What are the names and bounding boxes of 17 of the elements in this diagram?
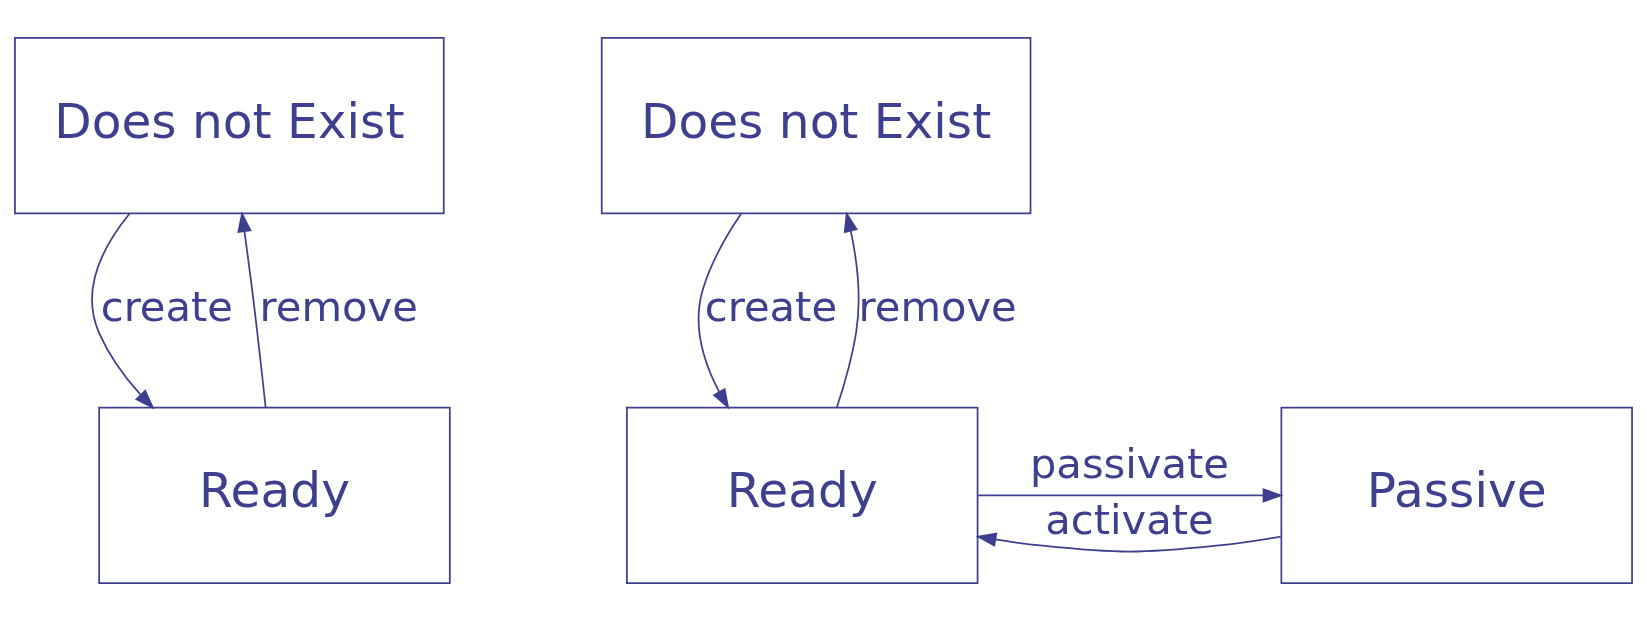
- node-box: Does not Exist: [14, 37, 445, 215]
- edge-label: remove: [259, 282, 418, 332]
- edge-label: create: [100, 282, 233, 332]
- arrow: [91, 212, 155, 410]
- arrow: [697, 212, 742, 410]
- edge-label: create: [704, 282, 838, 332]
- node-box: Passive: [1280, 406, 1633, 584]
- node-box: Ready: [626, 406, 979, 584]
- edge-label: remove: [858, 282, 1017, 332]
- node-box: Does not Exist: [600, 37, 1032, 215]
- edge-label: passivate: [1029, 439, 1230, 489]
- arrow: [976, 488, 1284, 503]
- edge-label: activate: [1045, 494, 1214, 544]
- arrow: [975, 532, 1282, 553]
- node-box: Ready: [98, 406, 451, 584]
- arrow: [835, 211, 860, 409]
- arrow: [237, 211, 267, 409]
